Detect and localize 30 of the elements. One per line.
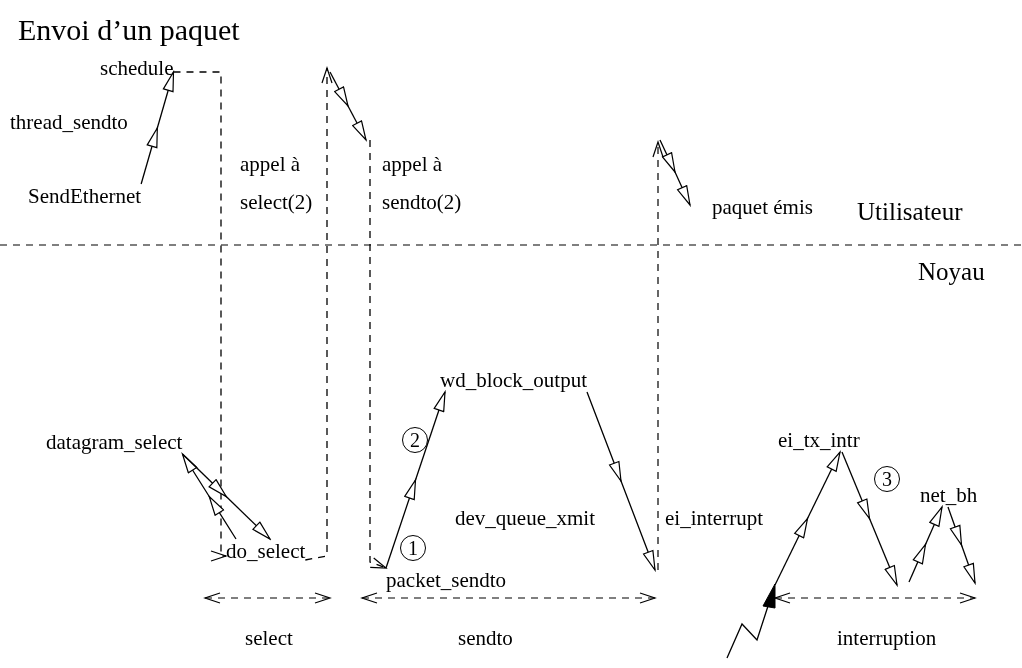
function-name: packet_sendto: [386, 568, 507, 592]
title: Envoi d’un paquet: [18, 12, 240, 48]
arrow: [385, 390, 446, 569]
arrow: [181, 452, 237, 540]
arrow: [172, 71, 227, 562]
label: paquet émis: [712, 195, 813, 219]
arrow: [304, 67, 333, 561]
function-name: ei_tx_intr: [778, 428, 860, 452]
label: interruption: [837, 626, 937, 650]
label: dev_queue_xmit: [455, 506, 595, 530]
arrow: [181, 453, 272, 541]
function-name: do_select: [226, 539, 306, 563]
arrow: [369, 139, 387, 569]
function-name: wd_block_output: [440, 368, 587, 392]
arrow: [140, 70, 175, 185]
arrow: [841, 451, 898, 587]
label: ei_interrupt: [665, 506, 763, 530]
function-name: datagram_select: [46, 430, 183, 454]
function-name: net_bh: [920, 483, 978, 507]
arrow: [908, 505, 943, 583]
function-name: schedule: [100, 56, 174, 80]
arrow: [947, 506, 976, 585]
label: select: [245, 626, 293, 650]
arrow: [774, 450, 841, 586]
function-name: SendEthernet: [28, 184, 142, 208]
zone-label: Noyau: [918, 258, 985, 286]
label: thread_sendto: [10, 110, 128, 134]
arrow: [586, 391, 656, 572]
zone-label: Utilisateur: [857, 198, 963, 226]
label: sendto: [458, 626, 513, 650]
